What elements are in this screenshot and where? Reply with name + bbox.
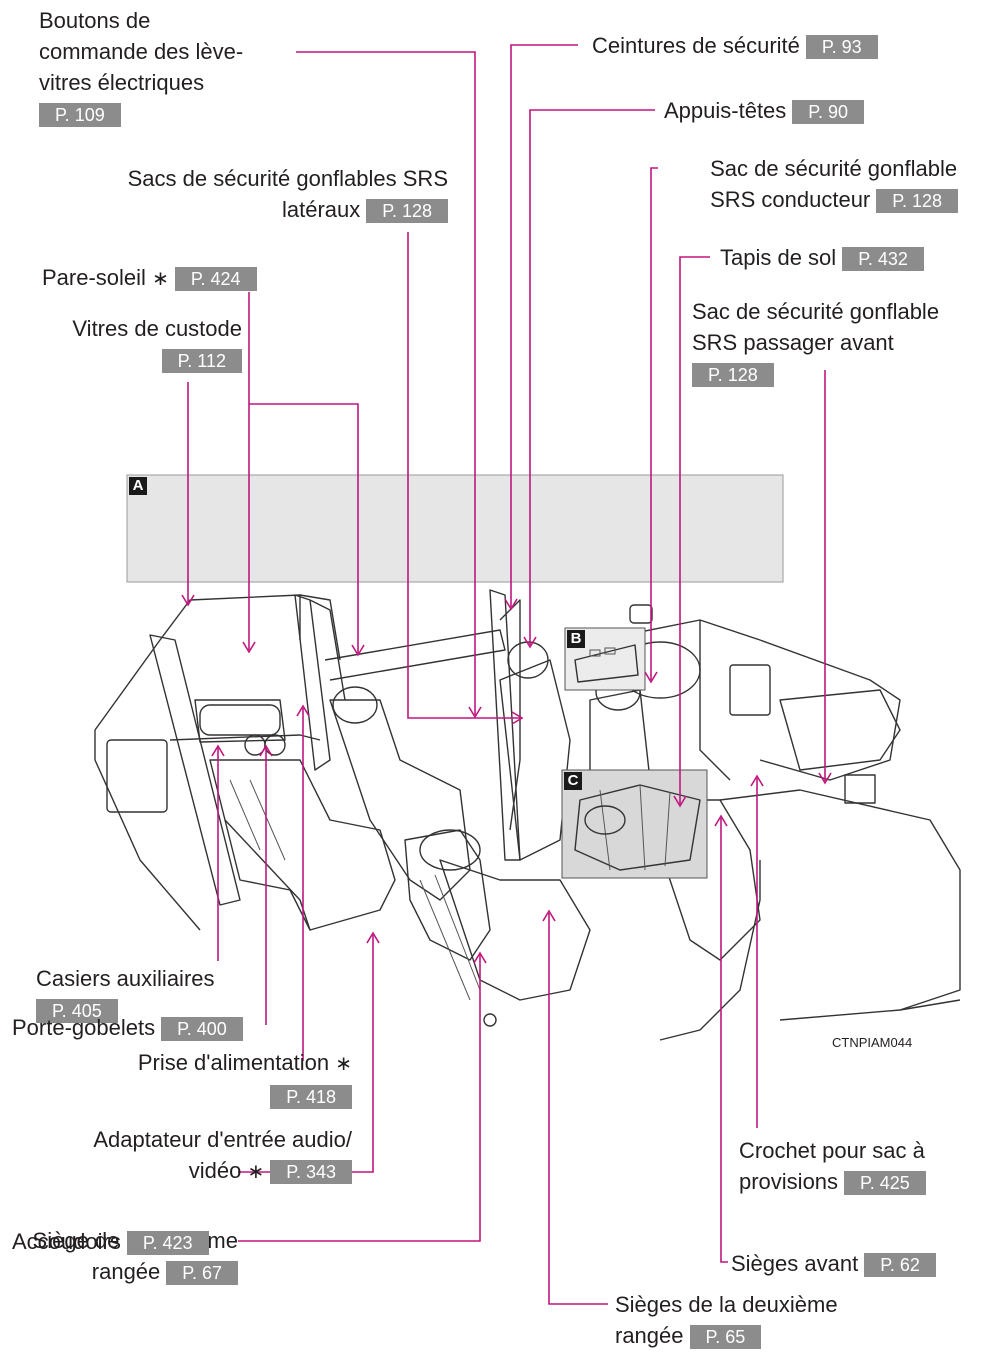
label-window-switches: Boutons de commande des lève- vitres éle… (39, 8, 244, 128)
page-ref-front-seats[interactable]: P. 62 (864, 1253, 936, 1278)
label-passenger-airbag: Sac de sécurité gonflable SRS passager a… (692, 299, 940, 388)
page-ref-driver-airbag[interactable]: P. 128 (876, 189, 958, 214)
figure-code: CTNPIAM044 (832, 1035, 913, 1050)
page-ref-grocery-hook[interactable]: P. 425 (844, 1171, 926, 1196)
page-ref-power-outlet[interactable]: P. 418 (270, 1085, 352, 1110)
page-ref-sun-visors[interactable]: P. 424 (174, 267, 257, 292)
label-aux-boxes: Casiers auxiliaires P. 405 (36, 966, 215, 1024)
leader-lines (181, 44, 832, 1305)
inset-tag-c: C (564, 772, 582, 790)
page-ref-passenger-airbag[interactable]: P. 128 (692, 363, 774, 388)
label-power-outlet: Prise d'alimentation ∗ P. 418 (137, 1050, 352, 1110)
label-side-airbags: Sacs de sécurité gonflables SRS latéraux… (127, 166, 448, 224)
page-ref-aux-boxes[interactable]: P. 405 (36, 999, 118, 1024)
vehicle-interior-illustration (94, 589, 961, 1041)
page-ref-av-adapter[interactable]: P. 343 (270, 1160, 352, 1185)
inset-panel-a (126, 474, 784, 583)
page-ref-quarter-windows[interactable]: P. 112 (161, 349, 242, 374)
page-ref-head-restraints[interactable]: P. 90 (792, 100, 865, 125)
inset-tag-a: A (129, 477, 147, 495)
label-driver-airbag: Sac de sécurité gonflable SRS conducteur… (710, 156, 958, 214)
inset-tag-b: B (567, 630, 585, 648)
label-sun-visors: Pare-soleil ∗P. 424 (42, 262, 257, 295)
label-av-adapter: Adaptateur d'entrée audio/ vidéo ∗P. 343 (93, 1127, 352, 1185)
page-ref-floor-mats[interactable]: P. 432 (842, 247, 924, 272)
label-quarter-windows: Vitres de custode P. 112 (72, 316, 242, 374)
page-ref-side-airbags[interactable]: P. 128 (366, 199, 448, 224)
page-ref-cup-holders[interactable]: P. 400 (161, 1017, 243, 1042)
page-ref-armrests[interactable]: P. 423 (126, 1231, 209, 1256)
page-ref-window-switches[interactable]: P. 109 (39, 103, 121, 128)
page-ref-second-row[interactable]: P. 65 (689, 1325, 762, 1350)
page-ref-seat-belts[interactable]: P. 93 (805, 35, 878, 60)
page-ref-third-row[interactable]: P. 67 (166, 1261, 238, 1286)
